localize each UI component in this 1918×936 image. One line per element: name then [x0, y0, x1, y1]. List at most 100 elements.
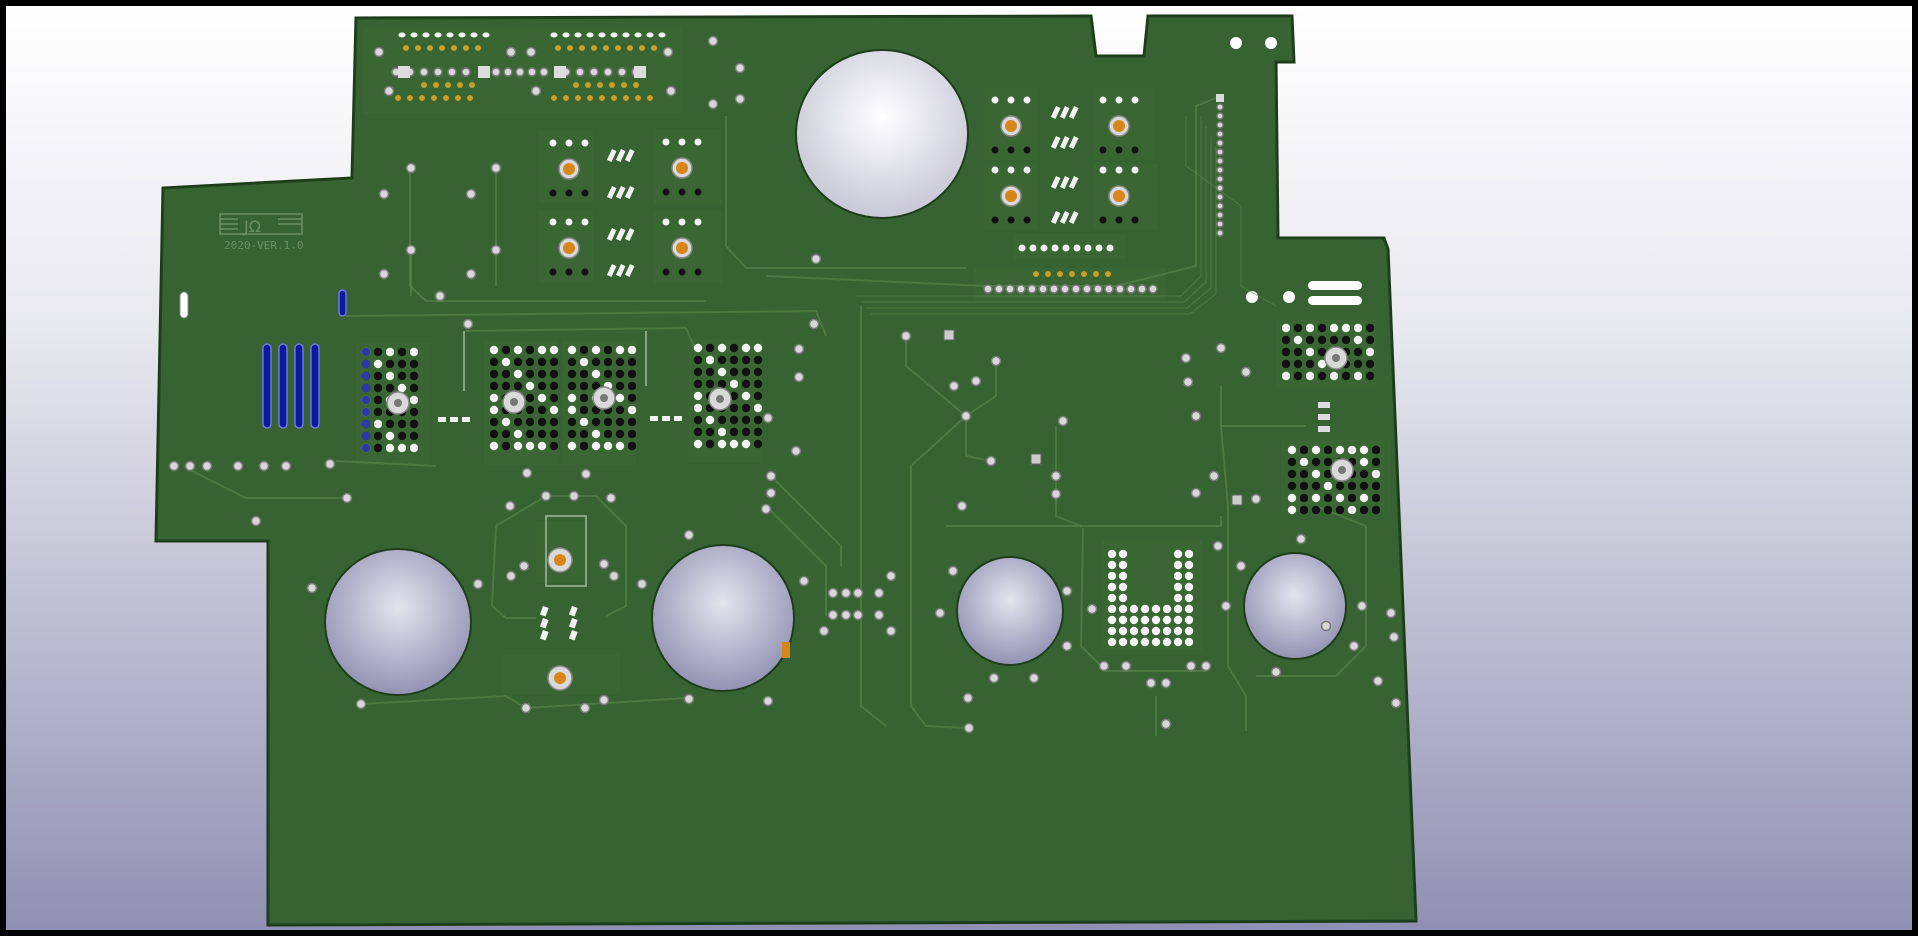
pin-hole [445, 82, 451, 88]
via [852, 609, 864, 621]
pin-hole [1084, 244, 1092, 252]
pin-hole [1353, 371, 1363, 381]
via [683, 529, 695, 541]
smd-pad [662, 416, 670, 421]
pin-hole [537, 405, 547, 415]
white-slot [179, 291, 189, 319]
pin-hole [461, 67, 471, 77]
pin-hole [549, 218, 557, 226]
pin-hole [489, 357, 499, 367]
pin-hole [609, 82, 615, 88]
pin-hole [551, 95, 557, 101]
pin-hole [1311, 457, 1321, 467]
pin-hole [587, 95, 593, 101]
pin-hole [753, 391, 763, 401]
pin-hole [1081, 271, 1087, 277]
pin-hole [1173, 593, 1183, 603]
pin-hole [549, 393, 559, 403]
pin-hole [549, 381, 559, 391]
via [568, 490, 580, 502]
header-pin [622, 32, 630, 38]
pin-hole [549, 429, 559, 439]
header-pin [470, 32, 478, 38]
via [1182, 376, 1194, 388]
pin-hole [1184, 604, 1194, 614]
pin-hole [693, 415, 703, 425]
pin-hole [1359, 493, 1369, 503]
pin-hole [443, 95, 449, 101]
smd-pad [1050, 210, 1061, 224]
logo-text: JΩ [243, 217, 261, 236]
pin-hole [753, 439, 763, 449]
smd-pad [1068, 136, 1079, 149]
pin-hole [1311, 445, 1321, 455]
pin-hole [567, 345, 577, 355]
pin-hole [753, 355, 763, 365]
pin-hole [627, 45, 633, 51]
pin-hole [694, 268, 702, 276]
pin-hole [1335, 481, 1345, 491]
smd-pad [554, 66, 566, 78]
pin-hole [635, 95, 641, 101]
via [1356, 600, 1368, 612]
pin-hole [1216, 202, 1224, 210]
knob-center [716, 395, 724, 403]
pin-hole [1151, 637, 1161, 647]
via [608, 570, 620, 582]
pin-hole [717, 427, 727, 437]
pin-hole [409, 419, 419, 429]
via [378, 188, 390, 200]
pin-hole [431, 95, 437, 101]
pin-hole [1107, 549, 1117, 559]
pin-hole [693, 367, 703, 377]
pin-hole [1118, 560, 1128, 570]
via [808, 318, 820, 330]
via [520, 702, 532, 714]
via [970, 375, 982, 387]
pin-hole [1099, 96, 1107, 104]
via [960, 410, 972, 422]
pin-hole [573, 82, 579, 88]
pin-hole [1305, 323, 1315, 333]
pin-hole [1038, 284, 1048, 294]
pin-hole [361, 395, 371, 405]
via [306, 582, 318, 594]
pin-hole [1317, 371, 1327, 381]
pin-hole [513, 369, 523, 379]
via [765, 470, 777, 482]
pin-hole [705, 379, 715, 389]
pin-hole [1184, 626, 1194, 636]
pin-hole [433, 82, 439, 88]
pin-hole [1040, 244, 1048, 252]
via [962, 692, 974, 704]
via [827, 609, 839, 621]
silkscreen-outlines [463, 331, 647, 587]
pin-hole [1018, 244, 1026, 252]
pin-hole [1287, 457, 1297, 467]
pin-hole [1216, 148, 1224, 156]
via [947, 565, 959, 577]
pin-hole [361, 359, 371, 369]
pin-hole [1007, 216, 1015, 224]
smd-pad [438, 417, 446, 422]
pin-hole [1173, 571, 1183, 581]
via [1028, 672, 1040, 684]
smd-pad [606, 264, 617, 277]
pin-hole [627, 417, 637, 427]
pin-hole [693, 343, 703, 353]
pin-hole [1023, 96, 1031, 104]
pin-hole [1107, 593, 1117, 603]
header-pin [634, 32, 642, 38]
pin-hole [1184, 637, 1194, 647]
pin-hole [1107, 615, 1117, 625]
pin-hole [1140, 615, 1150, 625]
header-pin [550, 32, 558, 38]
pin-hole [678, 138, 686, 146]
pin-hole [1281, 359, 1291, 369]
pin-hole [1323, 445, 1333, 455]
smd-pad [1216, 94, 1224, 102]
gauge-cutout-top [795, 49, 969, 219]
pin-hole [549, 268, 557, 276]
pin-hole [753, 403, 763, 413]
smd-pad [624, 264, 635, 277]
